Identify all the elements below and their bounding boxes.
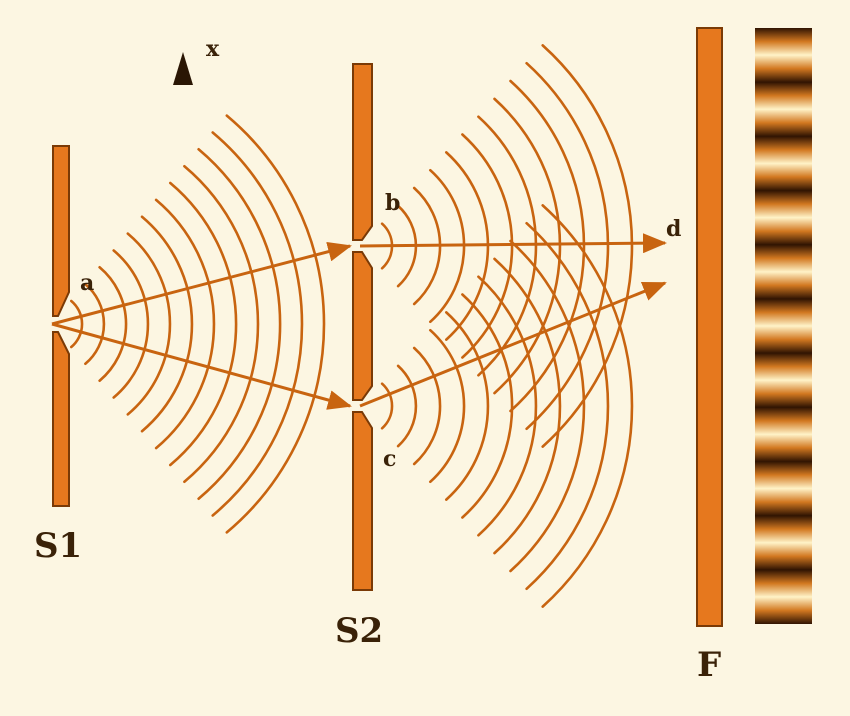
wavefront-arc — [225, 114, 326, 534]
wavefront-arc — [541, 44, 634, 448]
screen-f — [696, 27, 723, 627]
wavefront-arc — [140, 215, 194, 433]
barrier-s2-middle — [352, 251, 373, 401]
slit-a-label: a — [80, 270, 94, 296]
wavefront-arc — [461, 293, 514, 519]
ray-group — [51, 233, 667, 410]
wavefront-arc — [154, 198, 216, 450]
wavefront-arc — [380, 382, 394, 430]
wavefront-arc — [493, 97, 562, 395]
wavefront-arc — [84, 282, 106, 366]
wavefront-arc — [70, 299, 84, 349]
wavefront-arc — [493, 257, 562, 555]
wavefront-arc — [525, 61, 610, 431]
wavefront-arc — [126, 232, 172, 416]
wavefront-arc — [211, 131, 304, 517]
barrier-s1-upper — [52, 145, 70, 317]
wavefront-arc — [197, 148, 282, 500]
barrier-s2-bottom — [352, 411, 373, 591]
wavefront-arc — [509, 79, 586, 413]
slit-b-label: b — [385, 190, 400, 216]
wavefront-arc — [477, 115, 538, 377]
ray-a-to-b — [51, 241, 352, 326]
screen-f-label: F — [697, 645, 721, 685]
barrier-s2-label: S2 — [335, 611, 383, 651]
ray-b-to-d — [359, 233, 667, 254]
wavefront-arc — [112, 249, 150, 399]
ray-c-to-d — [359, 281, 667, 408]
barrier-s2 — [352, 63, 373, 591]
wavefront-arc — [525, 221, 610, 591]
slit-c-label: c — [383, 446, 396, 472]
point-d-label: d — [666, 216, 681, 242]
wavefront-arc — [169, 181, 238, 467]
ray-a-to-c — [51, 322, 352, 410]
wavefronts-from-slit-b — [380, 44, 634, 448]
wavefront-arc — [541, 204, 634, 608]
wavefront-arc — [509, 239, 586, 573]
interference-pattern — [755, 28, 812, 624]
wavefront-arc — [183, 164, 260, 484]
wavefront-arc — [98, 266, 128, 382]
wavefront-arc — [429, 328, 466, 484]
wavefront-arc — [396, 364, 418, 448]
wavefronts-from-slit-c — [380, 204, 634, 608]
wavefront-arc — [412, 346, 442, 466]
barrier-s2-top — [352, 63, 373, 241]
barrier-s1 — [52, 145, 70, 507]
wavefront-arc — [445, 311, 490, 501]
wavefront-arc — [477, 275, 538, 537]
wavefronts-from-slit-a — [70, 114, 326, 534]
barrier-s1-label: S1 — [34, 526, 82, 566]
barrier-s1-lower — [52, 331, 70, 507]
x-axis-label: x — [206, 36, 220, 62]
x-axis-arrow-icon — [173, 52, 193, 85]
